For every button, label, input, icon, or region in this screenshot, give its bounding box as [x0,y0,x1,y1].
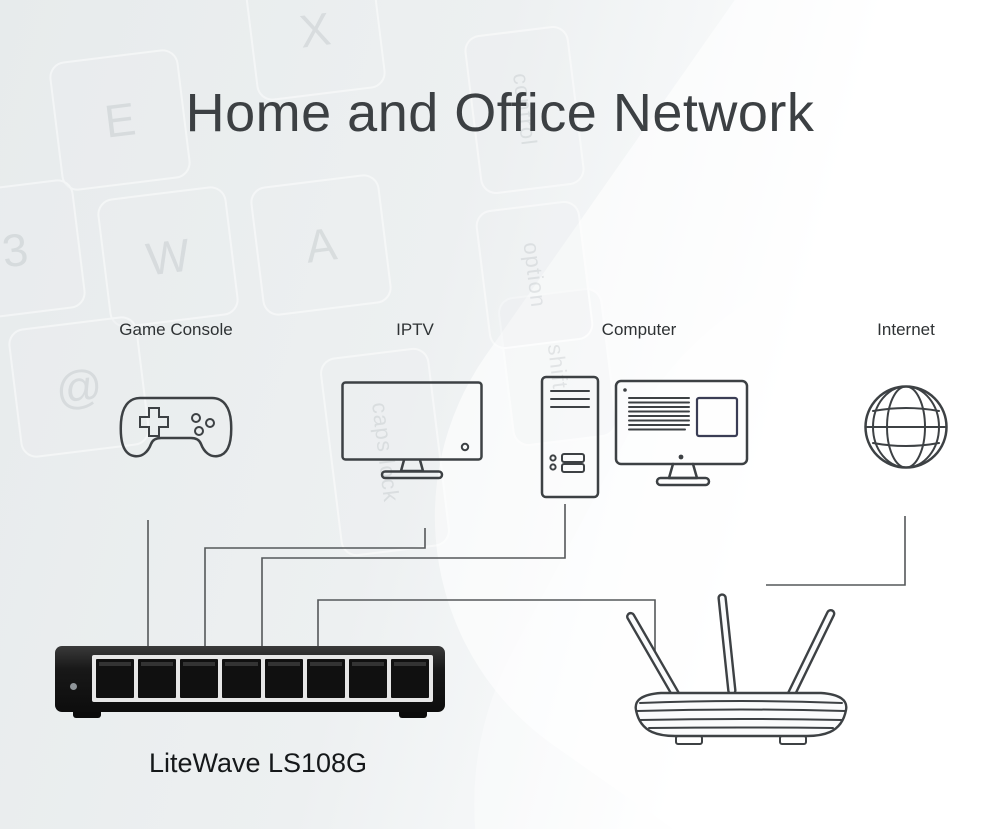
line-switch-to-router [317,599,656,657]
ethernet-port [390,659,429,698]
switch-port-strip [92,655,433,702]
ethernet-port [264,659,303,698]
ethernet-port [222,659,261,698]
desktop-computer-icon [540,375,749,499]
page-title: Home and Office Network [185,83,815,143]
network-switch [55,646,445,718]
line-computer-to-switch [261,504,566,649]
line-iptv-to-switch [204,528,426,649]
ethernet-port [138,659,177,698]
device-label-iptv: IPTV [396,320,434,339]
router-antenna-middle [717,593,737,696]
switch-model-label: LiteWave LS108G [148,748,368,778]
device-label-game-console: Game Console [119,320,233,339]
switch-foot-right [399,712,427,718]
device-label-computer: Computer [601,320,677,339]
ethernet-port [96,659,135,698]
device-label-internet: Internet [877,320,935,339]
ethernet-port [180,659,219,698]
wifi-router-icon [626,593,848,745]
router-body [634,691,848,738]
ethernet-port [348,659,387,698]
globe-icon [864,385,948,469]
router-antenna-left [626,611,680,699]
power-led [70,683,77,690]
gamepad-icon [119,396,233,458]
line-internet-to-router [766,516,906,586]
router-antenna-right [786,608,836,699]
ethernet-port [306,659,345,698]
switch-foot-left [73,712,101,718]
tv-icon [341,381,483,480]
